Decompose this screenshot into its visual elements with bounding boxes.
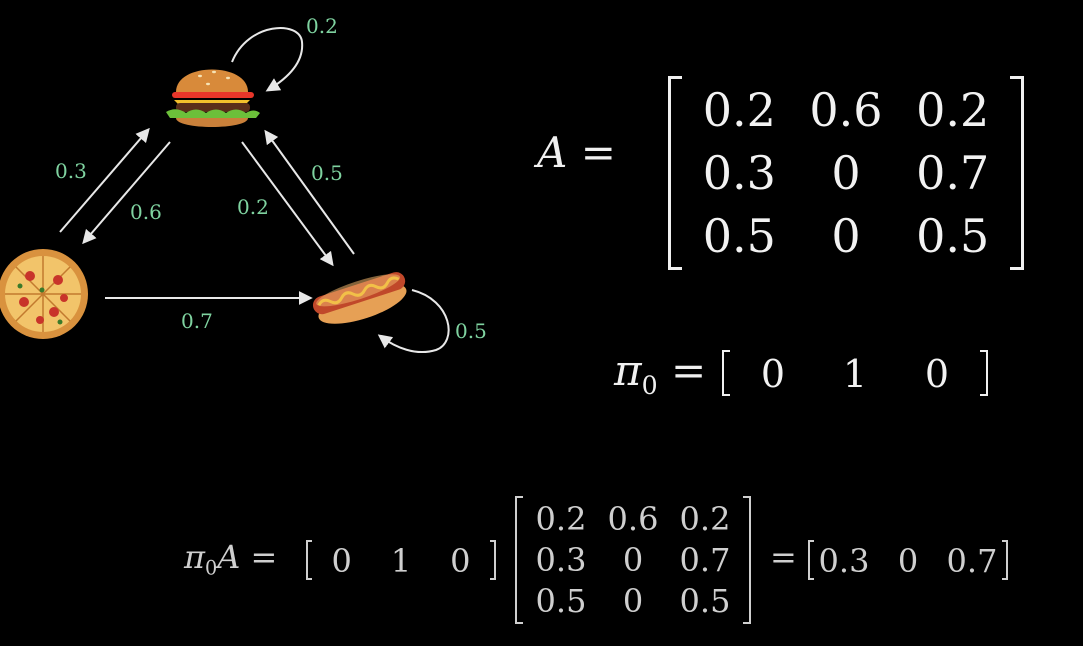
right-bracket [1010,76,1024,270]
pi-symbol: π [614,346,642,395]
edge-hotdog-to-burger [264,129,355,255]
matrix-cell: 0.3 [535,540,587,579]
matrix-a-symbol: A [537,128,568,177]
vector-cell: 0.3 [818,542,870,580]
matrix-cell: 0 [622,540,644,579]
pi0-label: π0 = [614,346,706,400]
pi0-equals: = [671,346,707,395]
edge-burger-to-hotdog [241,141,334,267]
matrix-cell: 0.5 [535,582,587,621]
pizza-icon [0,249,88,339]
vector-cell: 0 [450,542,471,580]
pi-subscript: 0 [641,370,658,400]
burger-icon [166,69,260,127]
vector-cell: 1 [390,542,412,580]
left-bracket [306,540,312,580]
product-lhs: π0A = [184,538,277,580]
matrix-cell: 0.3 [702,145,776,200]
right-bracket [1002,540,1008,580]
matrix-cell: 0.6 [809,82,883,137]
edge-label-burger-to-pizza: 0.6 [130,200,162,224]
pi-symbol: π [184,538,206,576]
product-equals: = [250,538,278,576]
product-matrix: 0.2 0.6 0.2 0.3 0 0.7 0.5 0 0.5 [515,496,751,624]
right-bracket [980,350,988,396]
matrix-cell: 0 [831,145,861,200]
vector-cell: 0 [760,352,786,396]
vector-cell: 0 [897,542,919,580]
matrix-cell: 0.5 [702,209,776,264]
transition-matrix-a: 0.2 0.6 0.2 0.3 0 0.7 0.5 0 0.5 [668,76,1024,270]
edge-label-burger-to-hotdog: 0.2 [237,195,269,219]
matrix-a-label: A = [537,128,616,177]
vector-cell: 0 [331,542,352,580]
left-bracket [515,496,523,624]
matrix-cell: 0 [831,209,861,264]
left-bracket [808,540,814,580]
matrix-cell: 0.2 [535,499,587,538]
hotdog-icon [312,272,407,324]
initial-state-vector: 0 1 0 [722,350,988,396]
product-vector: 0 1 0 [306,540,496,580]
edge-label-pizza-to-hotdog: 0.7 [181,309,213,333]
edge-hotdog-self [377,289,450,354]
pi-subscript: 0 [205,556,218,580]
edge-pizza-to-burger [59,127,150,233]
edge-label-hotdog-self: 0.5 [455,319,487,343]
matrix-symbol: A [217,538,241,576]
right-bracket [490,540,496,580]
edge-burger-to-pizza [82,141,171,245]
matrix-cell: 0.6 [607,499,659,538]
right-bracket [743,496,751,624]
result-vector: 0.3 0 0.7 [808,540,1008,580]
result-equals: = [770,538,797,576]
matrix-cell: 0.2 [679,499,731,538]
edge-label-hotdog-to-burger: 0.5 [311,161,343,185]
matrix-cell: 0.5 [679,582,731,621]
matrix-cell: 0.2 [702,82,776,137]
edge-label-burger-self: 0.2 [306,14,338,38]
matrix-cell: 0.5 [916,209,990,264]
matrix-cell: 0.7 [679,540,731,579]
edge-label-pizza-to-burger: 0.3 [55,159,87,183]
edge-burger-self [231,27,304,92]
left-bracket [668,76,682,270]
matrix-cell: 0.7 [916,145,990,200]
matrix-a-equals: = [580,128,616,177]
vector-cell: 0 [924,352,950,396]
matrix-cell: 0.2 [916,82,990,137]
matrix-cell: 0 [622,582,644,621]
left-bracket [722,350,730,396]
vector-cell: 0.7 [946,542,998,580]
vector-cell: 1 [842,352,868,396]
